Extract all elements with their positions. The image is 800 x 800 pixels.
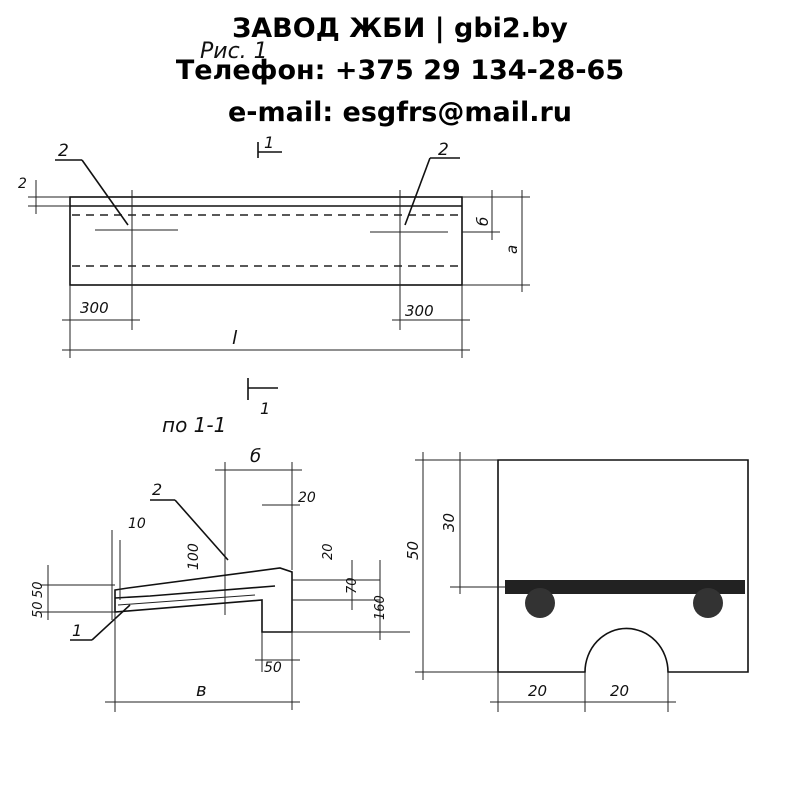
- section-dim-10: 10: [128, 516, 146, 532]
- detail-rebar-right: [693, 588, 723, 618]
- figure-label: Рис. 1: [200, 39, 268, 64]
- slab-inner-line: [114, 585, 276, 599]
- section-view: б 20 2 1 10 100 50 50 20 70 160: [31, 446, 410, 712]
- dim-300-right-label: 300: [405, 302, 434, 320]
- detail-dim-50: 50: [404, 541, 422, 560]
- detail-rebar-left: [525, 588, 555, 618]
- section-callout-1: 1: [72, 621, 82, 640]
- dim-a-label: а: [503, 245, 521, 254]
- detail-dim-30: 30: [440, 513, 458, 532]
- email-address: e-mail: esgfrs@mail.ru: [227, 97, 573, 128]
- section-mark-top: [257, 142, 282, 158]
- section-dim-20-mid: 20: [321, 543, 336, 560]
- dim-b-label: б: [474, 217, 492, 226]
- callout-right-label: 2: [438, 140, 449, 160]
- header-contacts: ЗАВОД ЖБИ | gbi2.by Телефон: +375 29 134…: [0, 8, 800, 134]
- phone-number: Телефон: +375 29 134-28-65: [175, 55, 625, 86]
- detail-rebar-plate: [505, 580, 745, 594]
- callout-left-label: 2: [58, 141, 69, 161]
- panel-outline: [69, 196, 463, 286]
- section-callout-2: 2: [152, 480, 162, 499]
- section-dim-b-bottom: в: [196, 680, 207, 701]
- plan-view: 1 2 2 2 б а 300 300: [18, 133, 530, 358]
- detail-dim-20-right: 20: [610, 682, 629, 700]
- detail-outline: [497, 459, 749, 673]
- section-dim-160: 160: [373, 595, 388, 620]
- section-callout-2-leader: [174, 499, 229, 561]
- detail-dim-20-left: 20: [528, 682, 547, 700]
- company-name: ЗАВОД ЖБИ | gbi2.by: [232, 13, 568, 44]
- section-caption: по 1-1: [162, 413, 226, 437]
- callout-leader-right: [404, 157, 431, 226]
- section-dim-50-left-lower: 50: [31, 601, 46, 618]
- reinforcement-line: [117, 594, 256, 606]
- section-mark-lower-label: 1: [260, 399, 270, 418]
- section-dim-b-top: б: [250, 446, 261, 467]
- callout-leader-left: [81, 159, 129, 226]
- section-dim-20-top: 20: [298, 490, 316, 506]
- detail-view: 50 30 20 20: [404, 452, 749, 712]
- dim-top-small-label: 2: [18, 176, 27, 192]
- section-mark-label: 1: [264, 133, 274, 152]
- section-callout-1-leader: [91, 604, 131, 641]
- section-dim-70: 70: [345, 577, 360, 594]
- dim-300-left-label: 300: [80, 299, 109, 317]
- slab-profile: [114, 567, 293, 633]
- section-dim-50-left: 50: [31, 581, 46, 598]
- section-dim-50-right: 50: [264, 660, 282, 676]
- dim-length-label: l: [232, 327, 238, 349]
- section-mark-lower: [247, 378, 278, 400]
- section-dim-100: 100: [186, 543, 202, 570]
